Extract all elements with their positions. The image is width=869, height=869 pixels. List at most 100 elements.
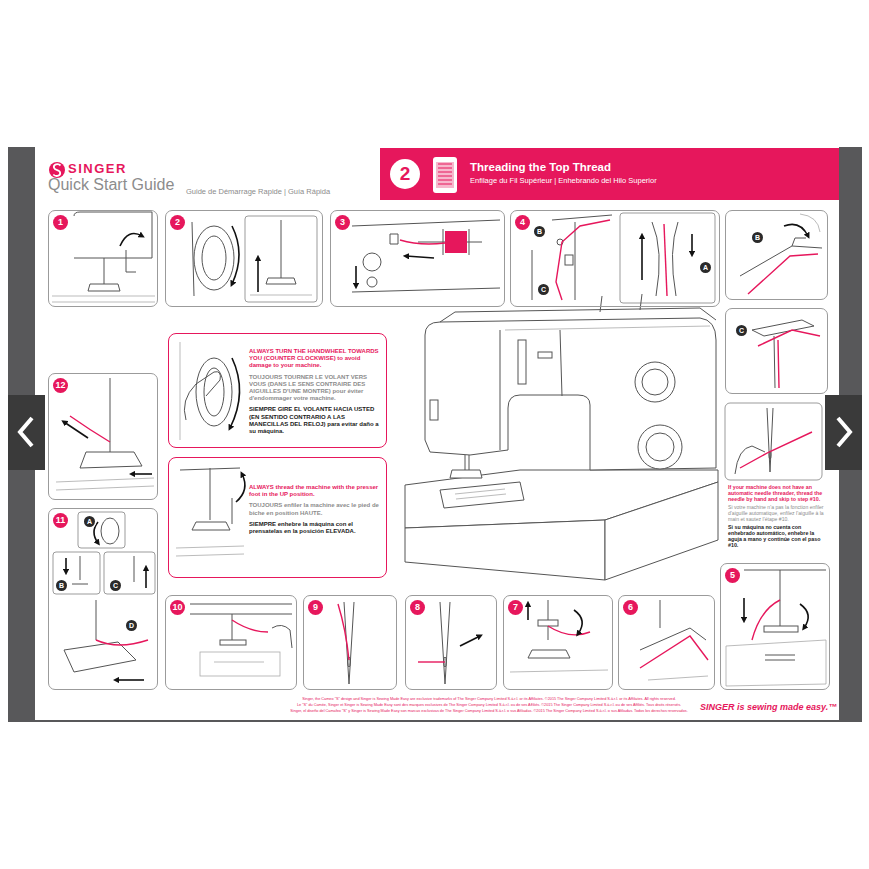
header-band-ground [380,148,839,200]
callout-number: 8 [410,600,425,615]
sewing-machine [455,489,506,499]
header-band: 2Threading the Top ThreadEnfilage du Fil… [380,148,839,200]
step-2-sketch [232,226,239,284]
step-5-sketch [800,604,808,628]
step-10-sketch [214,662,264,663]
step-7-sketch [538,620,558,626]
detail-panel: B [725,210,828,300]
step-11-sketch [104,552,155,594]
sewing-machine [405,520,605,580]
step-3-sketch [355,266,357,286]
step-11-sketch [64,642,136,672]
guide-b-sketch [748,254,818,294]
step-11-sketch [96,640,148,645]
warning-1-sketch [196,358,232,426]
legal-text: Singer, el diseño del Camafeo "S" y Sing… [250,709,728,714]
sewing-machine [465,455,469,470]
warning-1-sketch [204,368,224,416]
step-8-sketch [440,602,450,684]
callout-letter: A [700,262,711,273]
callout-number: 1 [53,215,68,230]
step-8-sketch [460,636,480,646]
singer-logo [49,162,65,178]
step-3-sketch [406,256,434,258]
guide-b-sketch [740,238,822,276]
legal-text: Singer, the Cameo "S" design and Singer … [250,697,728,702]
step-7-sketch [510,670,608,672]
sewing-machine [505,326,710,330]
step-4-sketch [664,224,667,296]
step-panel: 6 [618,595,715,690]
step-panel: 7 [503,595,613,690]
warning-2-sketch [232,498,233,524]
guide-c-sketch [774,336,775,388]
step-7-sketch [510,600,608,672]
needle-panel-sketch [735,446,765,474]
warning-1-sketch [180,342,240,440]
nav-arrows [825,395,862,470]
step-11-sketch [78,512,125,548]
sewing-machine [500,330,501,450]
step-4-sketch [532,215,612,300]
step-5-sketch [764,626,798,632]
nav-arrows [8,395,45,470]
step-6-sketch [640,636,708,668]
sewing-machine [430,400,438,420]
step-11-sketch [53,512,155,680]
step-1-sketch [52,212,155,302]
page-frame [35,147,839,720]
step-1-sketch [52,296,155,302]
step-12-sketch [64,422,88,438]
guide-subtitle: Guide de Démarrage Rapide | Guía Rápida [186,187,330,196]
step-panel: 11 [48,508,158,690]
step-11-sketch [101,518,119,544]
step-12-sketch [70,416,110,442]
step-12-sketch [56,478,154,490]
step-7-sketch [527,604,529,620]
callout-letter: A [84,516,95,527]
step-11-sketch [145,568,147,588]
tagline: SINGER is sewing made easy.™ [700,702,836,713]
step-panel: 3 [330,210,505,307]
step-7-sketch [528,650,570,658]
step-12-sketch [80,452,142,468]
step-6-sketch [640,600,708,680]
step-8-sketch [418,661,445,662]
step-2-sketch [250,295,312,296]
warning-text: TOUJOURS TOURNER LE VOLANT VERS VOUS (DA… [249,374,380,403]
guide-c-sketch [752,320,820,388]
step-4-sketch [652,222,678,296]
sewing-machine [405,294,718,580]
step-2-sketch [281,220,282,278]
step-1-sketch [88,284,120,291]
step-3-sketch [352,220,500,292]
step-2-sketch [257,258,259,292]
note-text: Si votre machine n'a pas la fonction enf… [728,504,826,522]
page-frame [8,147,862,722]
step-11-sketch [116,679,144,681]
callout-number: 3 [335,215,350,230]
sewing-machine [605,482,718,580]
warning-box: ALWAYS thread the machine with the press… [168,457,387,578]
step-12-sketch [110,378,111,452]
step-12-sketch [56,378,154,490]
step-4-sketch [565,255,573,265]
step-3-sketch [400,240,445,244]
warning-2-sketch [236,474,245,502]
step-5-sketch [752,600,780,640]
callout-number: 6 [623,600,638,615]
callout-number: 2 [170,215,185,230]
step-10-sketch [190,604,292,640]
section-title: Threading the Top Thread [470,160,839,174]
step-6-sketch [640,600,706,650]
step-4-sketch [556,220,610,300]
guide-b-sketch [740,214,822,294]
step-5-sketch [726,570,826,686]
callout-letter: B [534,226,545,237]
warning-text: SIEMPRE GIRE EL VOLANTE HACIA USTED (EN … [249,406,380,435]
step-panel: 10 [165,595,297,690]
step-6-sketch [648,676,708,680]
step-10-sketch [272,625,292,648]
